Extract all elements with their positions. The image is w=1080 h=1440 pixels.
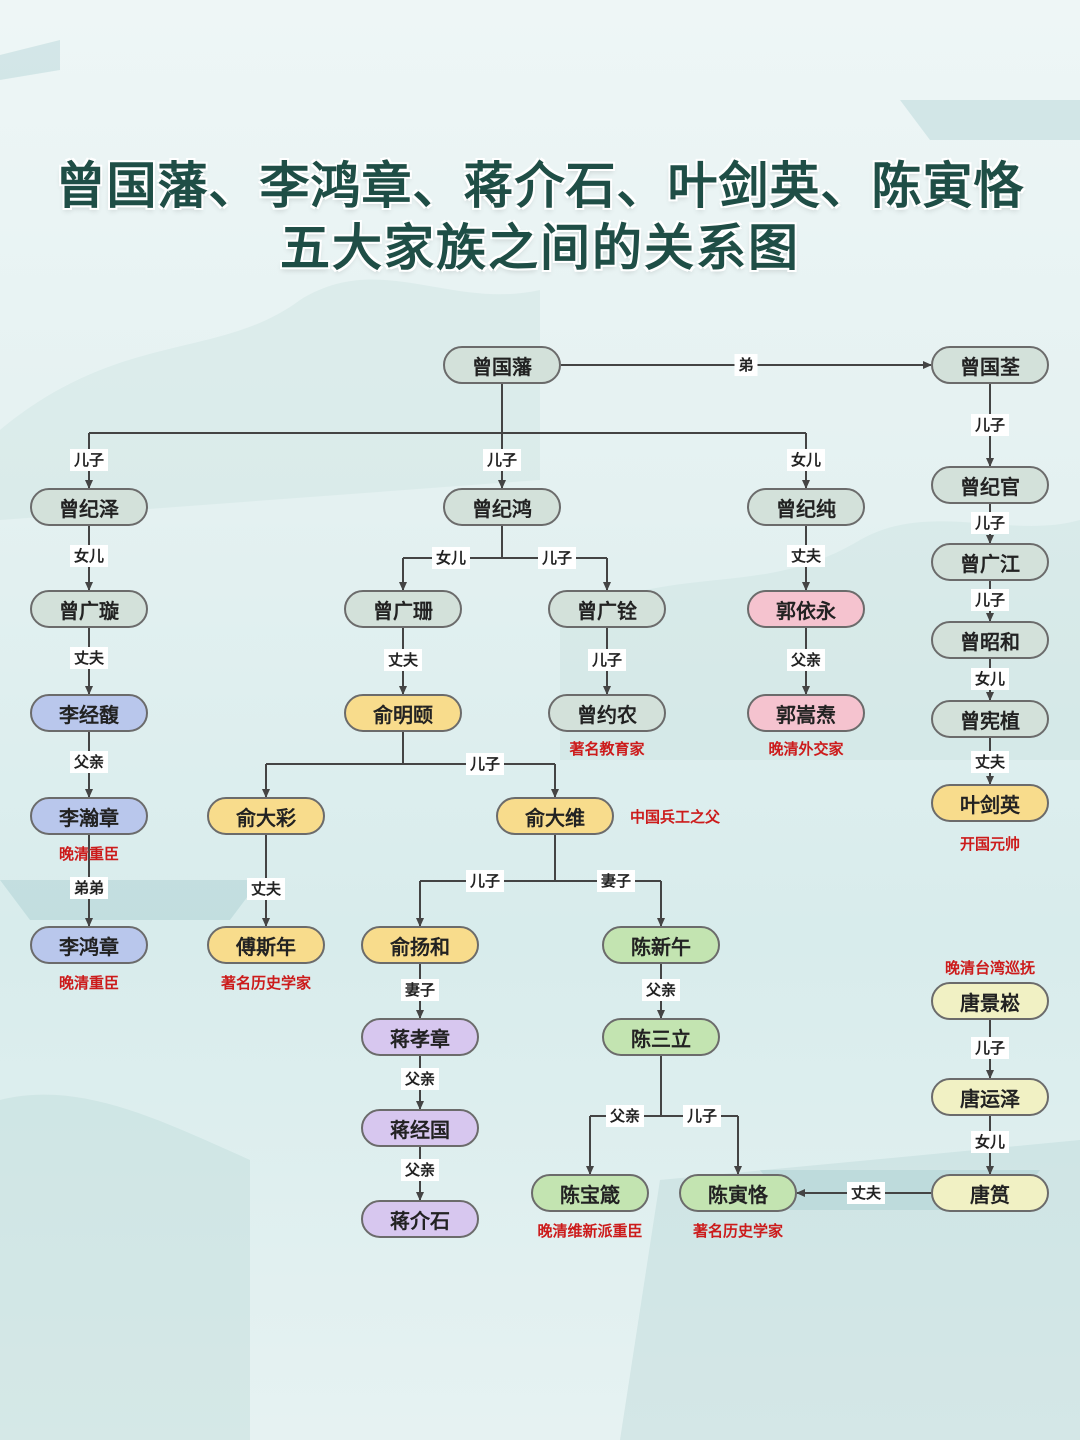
person-node-zeng-jize: 曾纪泽 [30, 488, 148, 526]
person-node-zeng-guoquan: 曾国荃 [931, 346, 1049, 384]
person-node-zeng-jichun: 曾纪纯 [747, 488, 865, 526]
person-node-zeng-guangquan: 曾广铨 [548, 590, 666, 628]
person-node-ye-jianying: 叶剑英 [931, 784, 1049, 822]
person-node-chen-xinwu: 陈新午 [602, 926, 720, 964]
relation-label: 妻子 [596, 870, 636, 892]
relation-label: 儿子 [970, 512, 1010, 534]
relation-label: 父亲 [400, 1068, 440, 1090]
relation-label: 父亲 [605, 1105, 645, 1127]
relation-label: 儿子 [970, 589, 1010, 611]
relation-label: 女儿 [69, 545, 109, 567]
person-node-tang-yun: 唐筼 [931, 1174, 1049, 1212]
person-node-fu-sinian: 傅斯年 [207, 926, 325, 964]
note-guo-songtao: 晚清外交家 [768, 740, 844, 758]
relation-label: 父亲 [786, 649, 826, 671]
relation-label: 弟 [734, 354, 758, 376]
person-node-guo-yiyong: 郭依永 [747, 590, 865, 628]
relation-label: 女儿 [970, 1131, 1010, 1153]
relation-label: 父亲 [400, 1159, 440, 1181]
person-node-li-hanzhang: 李瀚章 [30, 797, 148, 835]
note-chen-baozhen: 晚清维新派重臣 [537, 1222, 643, 1240]
relation-label: 女儿 [786, 449, 826, 471]
relation-label: 儿子 [69, 449, 109, 471]
person-node-li-jingfu: 李经馥 [30, 694, 148, 732]
person-node-yu-dacai: 俞大彩 [207, 797, 325, 835]
person-node-tang-jingsong: 唐景崧 [931, 982, 1049, 1020]
relation-label: 儿子 [682, 1105, 722, 1127]
chart-title: 曾国藩、李鸿章、蒋介石、叶剑英、陈寅恪 [55, 157, 1025, 215]
person-node-tang-yunze: 唐运泽 [931, 1078, 1049, 1116]
note-ye-jianying: 开国元帅 [959, 835, 1021, 853]
relation-label: 女儿 [970, 668, 1010, 690]
person-node-zeng-guangxuan: 曾广璇 [30, 590, 148, 628]
person-node-jiang-xiaozhang: 蒋孝章 [361, 1018, 479, 1056]
person-node-zeng-jiguan: 曾纪官 [931, 466, 1049, 504]
person-node-zeng-guofan: 曾国藩 [443, 346, 561, 384]
person-node-zeng-zhaohe: 曾昭和 [931, 621, 1049, 659]
relation-label: 丈夫 [69, 647, 109, 669]
person-node-chen-baozhen: 陈宝箴 [531, 1174, 649, 1212]
relation-label: 儿子 [482, 449, 522, 471]
relation-label: 儿子 [465, 753, 505, 775]
person-node-li-hongzhang: 李鸿章 [30, 926, 148, 964]
relation-label: 丈夫 [246, 878, 286, 900]
relation-label: 儿子 [537, 547, 577, 569]
relation-label: 儿子 [970, 414, 1010, 436]
relation-label: 儿子 [587, 649, 627, 671]
person-node-zeng-xianzhi: 曾宪植 [931, 700, 1049, 738]
note-li-hongzhang: 晚清重臣 [58, 974, 120, 992]
relation-label: 父亲 [69, 751, 109, 773]
relation-label: 弟弟 [69, 877, 109, 899]
relation-label: 丈夫 [786, 545, 826, 567]
person-node-yu-mingyi: 俞明颐 [344, 694, 462, 732]
relation-label: 儿子 [465, 870, 505, 892]
note-zeng-yuenong: 著名教育家 [569, 740, 645, 758]
relation-label: 儿子 [970, 1037, 1010, 1059]
note-yu-dawei: 中国兵工之父 [629, 808, 721, 826]
relation-label: 丈夫 [846, 1182, 886, 1204]
relation-label: 父亲 [641, 979, 681, 1001]
note-chen-yinke: 著名历史学家 [692, 1222, 784, 1240]
person-node-zeng-guangshan: 曾广珊 [344, 590, 462, 628]
person-node-zeng-guangjiang: 曾广江 [931, 543, 1049, 581]
relation-label: 丈夫 [970, 751, 1010, 773]
person-node-jiang-jieshi: 蒋介石 [361, 1200, 479, 1238]
note-fu-sinian: 著名历史学家 [220, 974, 312, 992]
relation-label: 妻子 [400, 979, 440, 1001]
relation-label: 丈夫 [383, 649, 423, 671]
person-node-guo-songtao: 郭嵩焘 [747, 694, 865, 732]
person-node-zeng-jihong: 曾纪鸿 [443, 488, 561, 526]
person-node-yu-yanghe: 俞扬和 [361, 926, 479, 964]
person-node-chen-sanli: 陈三立 [602, 1018, 720, 1056]
chart-subtitle: 五大家族之间的关系图 [280, 219, 800, 277]
relation-label: 女儿 [431, 547, 471, 569]
person-node-zeng-yuenong: 曾约农 [548, 694, 666, 732]
person-node-yu-dawei: 俞大维 [496, 797, 614, 835]
note-li-hanzhang: 晚清重臣 [58, 845, 120, 863]
person-node-jiang-jingguo: 蒋经国 [361, 1109, 479, 1147]
note-tang-jingsong: 晚清台湾巡抚 [944, 959, 1036, 977]
person-node-chen-yinke: 陈寅恪 [679, 1174, 797, 1212]
